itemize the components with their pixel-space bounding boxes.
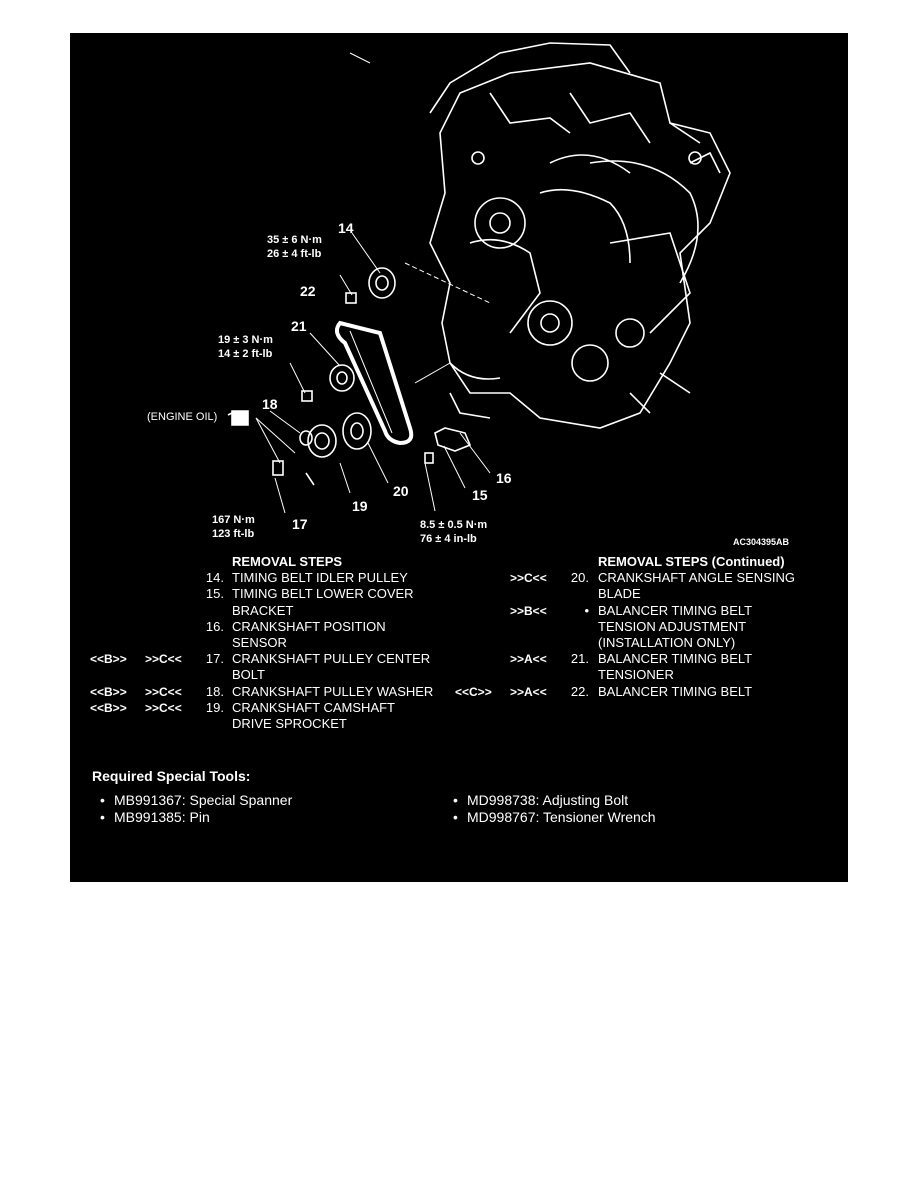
step-number: 14. xyxy=(205,570,224,586)
tool-label: MB991367: Special Spanner xyxy=(114,792,293,808)
torque-21: 19 ± 3 N·m 14 ± 2 ft-lb xyxy=(218,333,273,361)
removal-steps-left: REMOVAL STEPS 14. TIMING BELT IDLER PULLE… xyxy=(90,554,450,732)
tool-label: MD998767: Tensioner Wrench xyxy=(467,809,656,825)
torque-17-nm: 167 N·m xyxy=(212,514,255,526)
removal-steps-continued-header: REMOVAL STEPS (Continued) xyxy=(598,554,785,569)
step-number: 20. xyxy=(570,570,589,586)
step-text: TENSION ADJUSTMENT xyxy=(598,618,747,634)
callout-15: 15 xyxy=(472,487,488,503)
callout-18: 18 xyxy=(262,396,278,412)
step-code-disassembly: <<B>> xyxy=(90,684,127,699)
tool-item: • MB991367: Special Spanner xyxy=(100,792,292,808)
step-code-reassembly: >>B<< xyxy=(510,603,547,618)
removal-step: <<B>> >>C<< 18. CRANKSHAFT PULLEY WASHER xyxy=(90,684,450,700)
step-text: SENSOR xyxy=(232,634,287,650)
callout-22: 22 xyxy=(300,283,316,299)
step-text: TENSIONER xyxy=(598,667,674,683)
tool-label: MB991385: Pin xyxy=(114,809,210,825)
bullet: • xyxy=(100,792,105,808)
service-manual-panel: 14 22 21 18 19 20 17 15 16 35 ± 6 N·m 26… xyxy=(70,33,848,882)
torque-14: 35 ± 6 N·m 26 ± 4 ft-lb xyxy=(267,233,322,261)
step-text: CRANKSHAFT PULLEY WASHER xyxy=(232,683,434,699)
callout-21: 21 xyxy=(291,318,307,334)
callout-19: 19 xyxy=(352,498,368,514)
step-text: CRANKSHAFT PULLEY CENTER xyxy=(232,651,431,667)
step-code-reassembly: >>C<< xyxy=(145,700,182,715)
bullet: • xyxy=(453,792,458,808)
torque-15-ftlb: 76 ± 4 in-lb xyxy=(420,533,477,545)
tool-item: • MD998767: Tensioner Wrench xyxy=(453,809,656,825)
engine-oil-note: (ENGINE OIL) xyxy=(147,411,218,423)
step-code-reassembly: >>A<< xyxy=(510,684,547,699)
step-text: CRANKSHAFT POSITION xyxy=(232,618,386,634)
step-number: 15. xyxy=(205,586,224,602)
step-code-disassembly: <<B>> xyxy=(90,652,127,667)
step-text: BALANCER TIMING BELT xyxy=(598,602,753,618)
torque-14-nm: 35 ± 6 N·m xyxy=(267,234,322,246)
step-code-disassembly: <<B>> xyxy=(90,700,127,715)
torque-15: 8.5 ± 0.5 N·m 76 ± 4 in-lb xyxy=(420,518,487,546)
step-text: BOLT xyxy=(232,667,265,683)
step-number: 19. xyxy=(205,699,224,715)
step-code-disassembly: <<C>> xyxy=(455,684,492,699)
step-code-reassembly: >>C<< xyxy=(145,652,182,667)
torque-14-ftlb: 26 ± 4 ft-lb xyxy=(267,248,322,260)
torque-21-nm: 19 ± 3 N·m xyxy=(218,334,273,346)
step-text: TIMING BELT LOWER COVER xyxy=(232,586,414,602)
step-number: 17. xyxy=(205,651,224,667)
removal-steps-left-list: 14. TIMING BELT IDLER PULLEY 15. TIMING BEL… xyxy=(90,570,450,732)
step-text: BRACKET xyxy=(232,602,294,618)
removal-step: <<C>> >>A<< 22. BALANCER TIMING BELT xyxy=(455,684,835,700)
callout-16: 16 xyxy=(496,470,512,486)
step-text: CRANKSHAFT CAMSHAFT xyxy=(232,699,395,715)
callout-17: 17 xyxy=(292,516,308,532)
step-number: • xyxy=(584,602,589,618)
step-number: 18. xyxy=(205,683,224,699)
torque-17-ftlb: 123 ft-lb xyxy=(212,528,255,540)
torque-17: 167 N·m 123 ft-lb xyxy=(212,513,255,541)
removal-step: 14. TIMING BELT IDLER PULLEY xyxy=(90,570,450,586)
tool-item: • MB991385: Pin xyxy=(100,809,210,825)
tool-label: MD998738: Adjusting Bolt xyxy=(467,792,629,808)
figure-code: AC304395AB xyxy=(733,537,790,547)
removal-steps-right: REMOVAL STEPS (Continued) >>C<< 20. CRANKS… xyxy=(455,554,835,700)
torque-21-ftlb: 14 ± 2 ft-lb xyxy=(218,348,273,360)
removal-steps-header: REMOVAL STEPS xyxy=(232,554,343,569)
callout-14: 14 xyxy=(338,220,354,236)
engine-timing-belt-diagram xyxy=(227,42,731,514)
bullet: • xyxy=(100,809,105,825)
step-text: BALANCER TIMING BELT xyxy=(598,651,753,667)
step-text: TIMING BELT IDLER PULLEY xyxy=(232,570,408,586)
step-text: BLADE xyxy=(598,586,641,602)
torque-15-nm: 8.5 ± 0.5 N·m xyxy=(420,519,488,531)
step-text: CRANKSHAFT ANGLE SENSING xyxy=(598,570,795,586)
step-code-reassembly: >>C<< xyxy=(510,571,547,586)
step-number: 22. xyxy=(570,683,589,699)
step-text: (INSTALLATION ONLY) xyxy=(598,634,736,650)
step-text: BALANCER TIMING BELT xyxy=(598,683,753,699)
callout-20: 20 xyxy=(393,483,409,499)
tool-item: • MD998738: Adjusting Bolt xyxy=(453,792,628,808)
step-code-reassembly: >>A<< xyxy=(510,652,547,667)
step-number: 16. xyxy=(205,618,224,634)
bullet: • xyxy=(453,809,458,825)
step-code-reassembly: >>C<< xyxy=(145,684,182,699)
required-tools-title: Required Special Tools: xyxy=(92,768,251,784)
step-number: 21. xyxy=(570,651,589,667)
step-text: DRIVE SPROCKET xyxy=(232,715,347,731)
